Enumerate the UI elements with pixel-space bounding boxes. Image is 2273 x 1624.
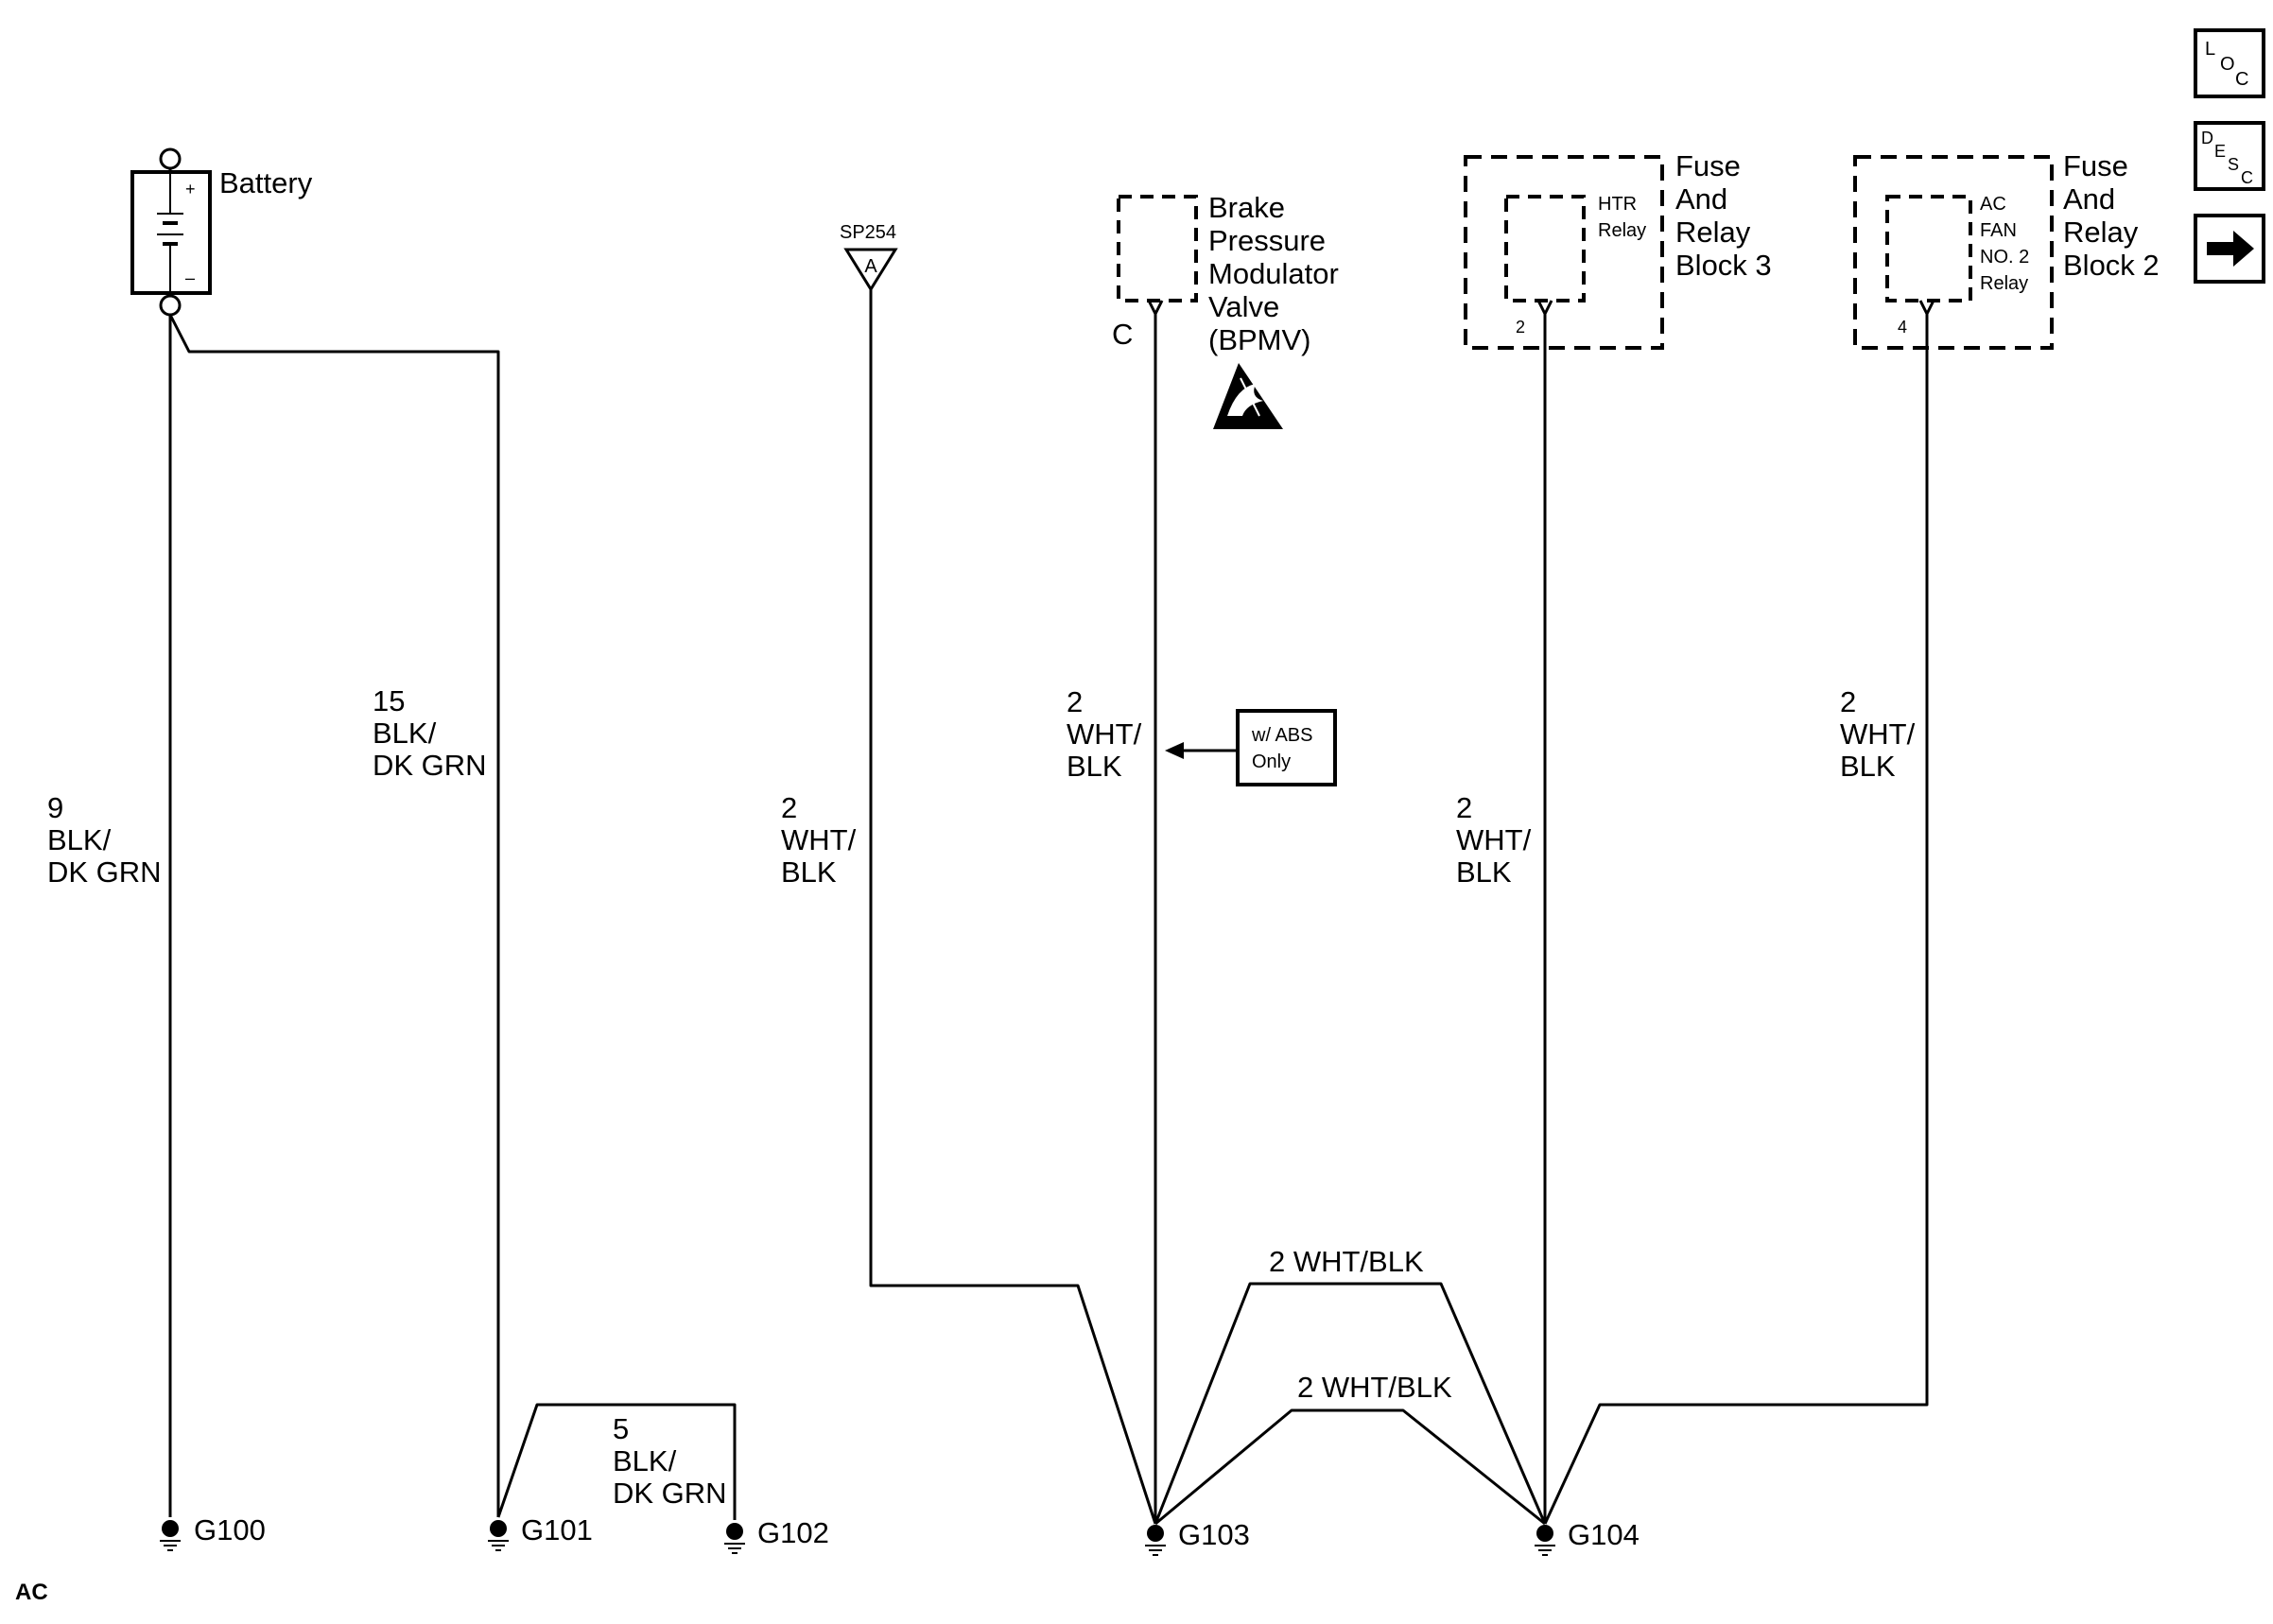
desc-c: C [2241,168,2253,187]
wire-htr-gauge: 2 [1456,791,1472,824]
htr-relay-line-2: Relay [1598,220,1646,241]
block3-pin: 2 [1516,318,1525,337]
ground-g102: G102 [724,1516,829,1554]
desc-e: E [2214,142,2226,161]
wire-15-blk-dk-grn [168,314,500,1517]
battery: + – Battery [130,147,313,317]
ground-g103: G103 [1145,1518,1250,1556]
wire-15-color1: BLK/ [373,717,437,750]
wire-sp254-gauge: 2 [781,791,797,824]
bpmv-line-3: Modulator [1208,257,1339,290]
wire-htr-color1: WHT/ [1456,823,1532,856]
wire-5-gauge: 5 [613,1412,629,1445]
desc-s: S [2228,155,2239,174]
wire-bpmv-gauge: 2 [1067,685,1083,718]
wire-bpmv-color1: WHT/ [1067,717,1142,751]
battery-label: Battery [219,166,313,199]
jumper-lower-2-wht-blk [1154,1408,1546,1526]
splice-sp254-label: SP254 [840,222,896,243]
ground-g101: G101 [488,1513,593,1551]
abs-note-line-2: Only [1252,752,1291,772]
wire-9-color1: BLK/ [47,823,112,856]
block3-line-2: And [1675,182,1727,216]
right-arrow-icon [2207,231,2254,267]
desc-button[interactable]: D E S C [2194,121,2265,191]
bpmv-line-1: Brake [1208,191,1285,224]
ground-g100-label: G100 [194,1513,266,1546]
ground-g104-label: G104 [1568,1518,1640,1551]
jumper-upper-2-wht-blk [1154,1282,1547,1525]
diagram-code: AC [15,1580,48,1605]
block2-line-2: And [2063,182,2115,216]
battery-minus-label: – [185,268,195,287]
wire-9-color2: DK GRN [47,855,162,889]
block2-pin: 4 [1898,318,1907,337]
fuse-relay-block-3: HTR Relay 2 Fuse And Relay Block 3 [1464,149,1772,350]
ground-g104: G104 [1535,1518,1640,1556]
loc-c: C [2235,69,2248,90]
wire-sp254-color1: WHT/ [781,823,857,856]
bpmv-component: C Brake Pressure Modulator Valve (BPMV) [1112,191,1339,429]
ground-g102-label: G102 [757,1516,829,1549]
ground-g101-label: G101 [521,1513,593,1546]
bpmv-line-5: (BPMV) [1208,323,1311,356]
block2-line-3: Relay [2063,216,2139,249]
wire-acfan-color2: BLK [1840,750,1896,783]
acfan-relay-line-4: Relay [1980,273,2028,294]
wire-sp254-color2: BLK [781,855,837,889]
ground-g100: G100 [160,1513,266,1551]
acfan-relay-line-2: FAN [1980,220,2017,241]
wire-htr-color2: BLK [1456,855,1512,889]
battery-plus-label: + [185,180,196,199]
abs-note-line-1: w/ ABS [1251,725,1312,746]
fuse-relay-block-2: AC FAN NO. 2 Relay 4 Fuse And Relay Bloc… [1853,149,2160,350]
bpmv-pin: C [1112,318,1133,351]
wire-9-gauge: 9 [47,791,63,824]
acfan-relay-line-3: NO. 2 [1980,247,2029,268]
block2-line-4: Block 2 [2063,249,2160,282]
wire-acfan-gauge: 2 [1840,685,1856,718]
wire-5-blk-dk-grn [496,1403,737,1520]
block3-line-4: Block 3 [1675,249,1772,282]
wire-5-color1: BLK/ [613,1444,677,1477]
wire-sp254-2-wht-blk [869,289,1157,1525]
abs-option-note: w/ ABS Only [1165,709,1337,786]
bpmv-line-4: Valve [1208,290,1279,323]
wire-15-color2: DK GRN [373,749,487,782]
wire-bpmv-color2: BLK [1067,750,1122,783]
next-page-button[interactable] [2194,214,2265,284]
jumper-lower-label: 2 WHT/BLK [1297,1371,1452,1404]
wire-acfan-color1: WHT/ [1840,717,1916,751]
desc-d: D [2201,129,2213,147]
block2-line-1: Fuse [2063,149,2128,182]
wire-5-color2: DK GRN [613,1477,727,1510]
loc-o: O [2220,54,2235,75]
ground-g103-label: G103 [1178,1518,1250,1551]
esd-warning-icon [1213,363,1283,429]
acfan-relay-line-1: AC [1980,194,2006,215]
splice-sp254: SP254 A [840,222,898,292]
loc-button[interactable]: L O C [2194,28,2265,98]
bpmv-line-2: Pressure [1208,224,1326,257]
splice-letter: A [864,256,877,277]
htr-relay-line-1: HTR [1598,194,1637,215]
block3-line-3: Relay [1675,216,1751,249]
wire-15-gauge: 15 [373,684,405,717]
jumper-upper-label: 2 WHT/BLK [1269,1245,1424,1278]
loc-l: L [2205,39,2215,60]
block3-line-1: Fuse [1675,149,1741,182]
wire-acfan-2-wht-blk [1543,314,1929,1525]
